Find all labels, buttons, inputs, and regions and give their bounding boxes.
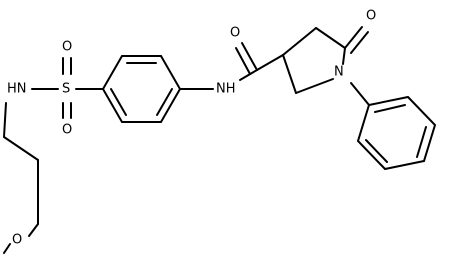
bond-nh-carbonyl xyxy=(239,69,258,81)
atom-nitrogen-ring: N xyxy=(334,65,344,80)
atom-oxygen-amide: O xyxy=(230,26,240,41)
phenyl-hexagon xyxy=(356,95,437,171)
bond-o-ch2 xyxy=(28,223,39,237)
bond-methyl-o xyxy=(3,243,11,254)
bond-ch2-nh xyxy=(3,102,7,138)
amide-linkage xyxy=(235,42,284,81)
ring-c3-c4 xyxy=(282,27,317,56)
ring-c4-c5 xyxy=(315,27,346,49)
ring-c2-c3 xyxy=(282,54,297,94)
bond-ch2-ch2-b xyxy=(3,136,39,161)
atom-oxygen-lactam: O xyxy=(366,9,376,24)
bond-lactam-o-1 xyxy=(344,26,363,49)
bond-carbonyl-ring xyxy=(256,54,284,71)
pyrrolidinone-ring xyxy=(282,26,370,106)
bond-carbonyl-o-1 xyxy=(241,42,258,71)
atom-oxygen-sulfonyl-bottom: O xyxy=(62,123,72,138)
atom-nh-sulfonamide: HN xyxy=(7,82,27,97)
ring-c5-n xyxy=(342,47,346,65)
atom-nh-amide: NH xyxy=(216,82,236,97)
phenyl-double-2 xyxy=(416,126,427,158)
bond-lactam-o-2 xyxy=(350,31,369,54)
phenylene-double-2 xyxy=(156,88,173,116)
ring-n-c2 xyxy=(295,78,334,94)
phenylene-double-3 xyxy=(110,88,127,116)
atom-oxygen-sulfonyl-top: O xyxy=(62,40,72,55)
atom-oxygen-ether: O xyxy=(12,233,22,248)
atom-sulfur: S xyxy=(62,82,70,97)
phenylene-hexagon xyxy=(101,55,182,123)
methoxypropyl-chain xyxy=(3,88,59,254)
n-phenyl-ring xyxy=(356,95,437,171)
atom-labels: O HN S O O NH O O N xyxy=(7,9,376,248)
para-phenylene-ring xyxy=(101,55,214,123)
sulfonyl-group xyxy=(62,57,104,119)
bond-n-phenyl xyxy=(350,82,370,106)
bond-carbonyl-o-2 xyxy=(235,47,251,75)
phenyl-double-1 xyxy=(374,104,406,113)
phenyl-double-3 xyxy=(365,139,388,163)
